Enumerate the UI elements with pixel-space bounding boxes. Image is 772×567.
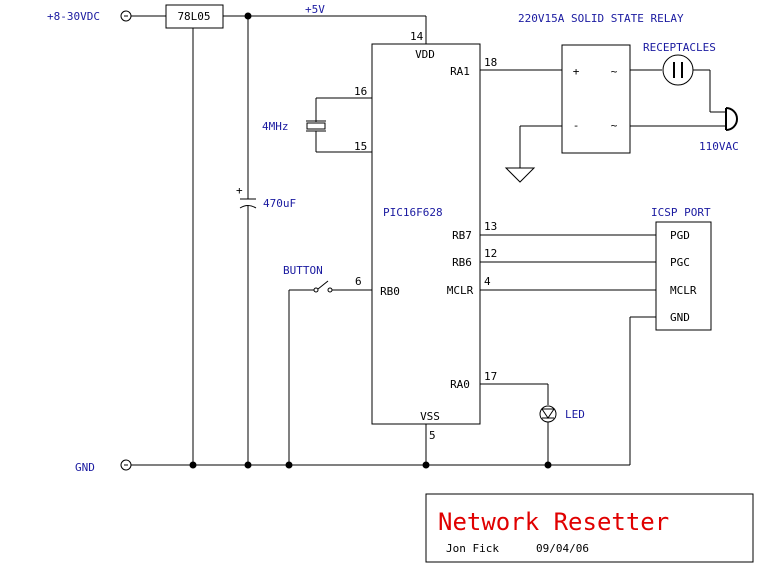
regulator-label: 78L05 [177, 10, 210, 23]
pin-mclr-name: MCLR [447, 284, 474, 297]
capacitor-plate-bottom [239, 205, 257, 209]
title-text: Network Resetter [438, 508, 669, 536]
icsp-pin-mclr: MCLR [670, 284, 697, 297]
pin-ra1-name: RA1 [450, 65, 470, 78]
crystal-label: 4MHz [262, 120, 289, 133]
pin-rb0-name: RB0 [380, 285, 400, 298]
supply-input-label: +8-30VDC [47, 10, 100, 23]
mcu-name: PIC16F628 [383, 206, 443, 219]
pin-rb6-num: 12 [484, 247, 497, 260]
icsp-pin-pgd: PGD [670, 229, 690, 242]
led-label: LED [565, 408, 585, 421]
junction-gnd-4 [422, 461, 430, 469]
crystal-body [306, 122, 326, 130]
ground-icon [504, 167, 536, 183]
pin-mclr-num: 4 [484, 275, 491, 288]
relay-body [561, 44, 631, 154]
icsp-pin-gnd: GND [670, 311, 690, 324]
icsp-label: ICSP PORT [651, 206, 711, 219]
relay-ac1: ~ [611, 65, 618, 78]
relay-plus: + [573, 65, 580, 78]
pin-vdd-name: VDD [415, 48, 435, 61]
button-lever [317, 280, 329, 290]
pin-ra0-name: RA0 [450, 378, 470, 391]
pin-vdd-num: 14 [410, 30, 424, 43]
relay-label: 220V15A SOLID STATE RELAY [518, 12, 684, 25]
relay-minus: - [573, 119, 580, 132]
capacitor-polarity: + [236, 184, 243, 197]
junction-gnd-2 [244, 461, 252, 469]
pin-rb6-name: RB6 [452, 256, 472, 269]
icsp-connector [655, 221, 712, 331]
vcc-label: +5V [305, 3, 325, 16]
pin-vss-num: 5 [429, 429, 436, 442]
pin-vss-name: VSS [420, 410, 440, 423]
capacitor-label: 470uF [263, 197, 296, 210]
pin-ra0-num: 17 [484, 370, 497, 383]
receptacles-label: RECEPTACLES [643, 41, 716, 54]
date-text: 09/04/06 [536, 542, 589, 555]
gnd-label: GND [75, 461, 95, 474]
pin-osc1-num: 16 [354, 85, 367, 98]
pin-rb7-name: RB7 [452, 229, 472, 242]
title-block [425, 493, 754, 563]
ac-plug-icon [725, 107, 738, 131]
led-icon [539, 405, 557, 423]
author-text: Jon Fick [446, 542, 499, 555]
ac-label: 110VAC [699, 140, 739, 153]
pin-rb0-num: 6 [355, 275, 362, 288]
relay-ac2: ~ [611, 119, 618, 132]
junction-gnd-5 [544, 461, 552, 469]
junction-gnd-3 [285, 461, 293, 469]
junction-gnd-1 [189, 461, 197, 469]
mcu-body [371, 43, 481, 425]
icsp-pin-pgc: PGC [670, 256, 690, 269]
receptacle-icon [662, 54, 694, 86]
pin-ra1-num: 18 [484, 56, 497, 69]
pin-rb7-num: 13 [484, 220, 497, 233]
button-label: BUTTON [283, 264, 323, 277]
pin-osc2-num: 15 [354, 140, 367, 153]
